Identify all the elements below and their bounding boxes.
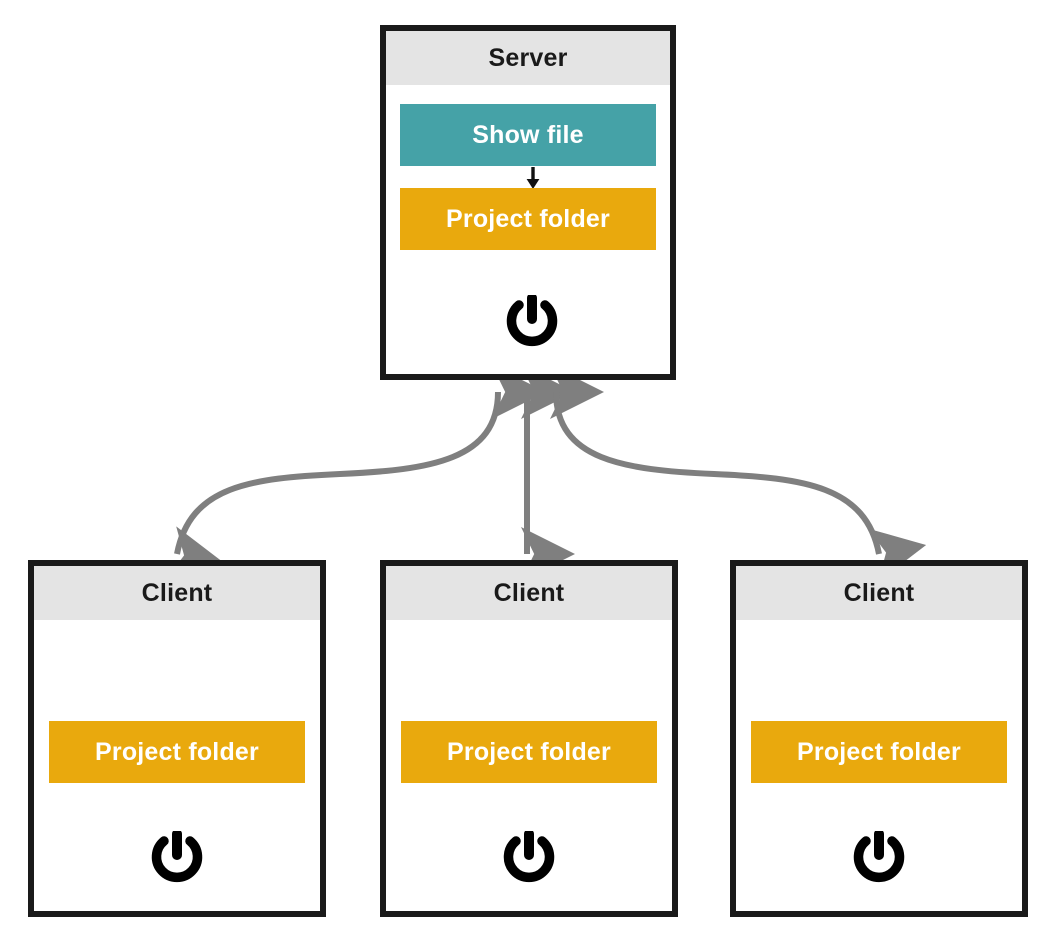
client-project-folder-label-1: Project folder (95, 737, 259, 766)
client-project-folder-bar-2[interactable]: Project folder (401, 721, 657, 783)
server-project-folder-bar[interactable]: Project folder (400, 188, 656, 250)
client-project-folder-bar-3[interactable]: Project folder (751, 721, 1007, 783)
power-icon[interactable] (503, 831, 555, 887)
client-project-folder-label-3: Project folder (797, 737, 961, 766)
server-project-folder-label: Project folder (446, 204, 610, 233)
connector-server-client-3 (549, 365, 927, 582)
server-title: Server (386, 31, 670, 85)
server-show-file-bar[interactable]: Show file (400, 104, 656, 166)
power-icon[interactable] (853, 831, 905, 887)
server-box[interactable]: Server Show file Project folder (380, 25, 676, 380)
power-icon[interactable] (506, 295, 558, 351)
arrow-down-icon (526, 167, 540, 189)
client-project-folder-bar-1[interactable]: Project folder (49, 721, 305, 783)
client-box-2[interactable]: Client Project folder (380, 560, 678, 917)
client-title-2: Client (386, 566, 672, 620)
client-project-folder-label-2: Project folder (447, 737, 611, 766)
client-title-1: Client (34, 566, 320, 620)
server-show-file-label: Show file (472, 120, 584, 149)
client-box-1[interactable]: Client Project folder (28, 560, 326, 917)
connector-server-client-1 (166, 364, 546, 580)
power-icon[interactable] (151, 831, 203, 887)
client-title-3: Client (736, 566, 1022, 620)
client-box-3[interactable]: Client Project folder (730, 560, 1028, 917)
